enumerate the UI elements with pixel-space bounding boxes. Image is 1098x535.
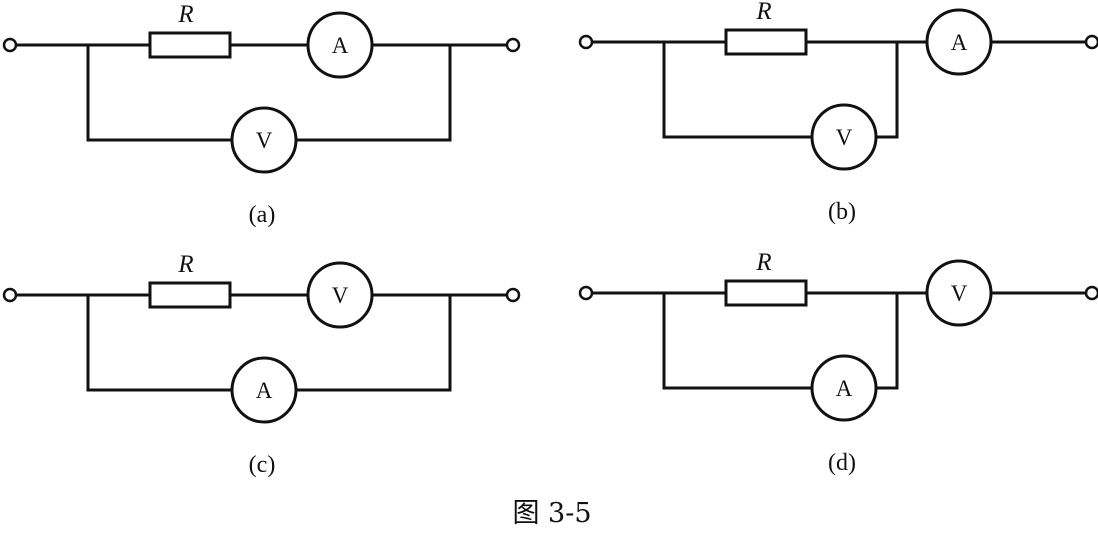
circuit-d: R V A (d) xyxy=(578,249,1098,476)
parallel-meter-letter: A xyxy=(256,378,273,403)
sub-caption: (d) xyxy=(828,450,856,476)
series-meter xyxy=(306,261,374,329)
parallel-meter-letter: V xyxy=(256,128,273,153)
resistor-label: R xyxy=(177,1,193,28)
parallel-meter xyxy=(810,103,878,171)
right-terminal xyxy=(1084,34,1098,50)
parallel-meter xyxy=(230,356,298,424)
resistor xyxy=(148,281,232,309)
resistor xyxy=(724,28,808,56)
series-meter-letter: A xyxy=(951,30,968,55)
resistor xyxy=(724,279,808,307)
sub-caption: (a) xyxy=(249,202,276,228)
parallel-branch-wire xyxy=(86,293,452,392)
circuit-a: R A V (a) xyxy=(2,1,521,228)
series-meter xyxy=(925,8,993,76)
resistor-label: R xyxy=(177,251,193,278)
circuit-b: R A V (b) xyxy=(578,0,1098,225)
resistor-label: R xyxy=(755,0,771,25)
series-meter-letter: V xyxy=(951,281,968,306)
parallel-branch-wire xyxy=(86,43,452,142)
parallel-branch-wire xyxy=(662,291,899,390)
parallel-meter xyxy=(230,106,298,174)
resistor xyxy=(148,31,232,59)
parallel-meter-letter: V xyxy=(836,125,853,150)
left-terminal xyxy=(578,34,594,50)
series-meter xyxy=(306,11,374,79)
series-meter-letter: A xyxy=(332,33,349,58)
resistor-label: R xyxy=(755,249,771,276)
left-terminal xyxy=(578,285,594,301)
right-terminal xyxy=(505,37,521,53)
series-meter-letter: V xyxy=(332,283,349,308)
parallel-branch-wire xyxy=(662,40,899,139)
left-terminal xyxy=(2,37,18,53)
circuit-c: R V A (c) xyxy=(2,251,521,478)
series-meter xyxy=(925,259,993,327)
left-terminal xyxy=(2,287,18,303)
right-terminal xyxy=(1084,285,1098,301)
parallel-meter-letter: A xyxy=(836,376,853,401)
sub-caption: (b) xyxy=(828,199,856,225)
parallel-meter xyxy=(810,354,878,422)
figure-caption: 图 3-5 xyxy=(512,498,591,529)
right-terminal xyxy=(505,287,521,303)
sub-caption: (c) xyxy=(249,452,276,478)
